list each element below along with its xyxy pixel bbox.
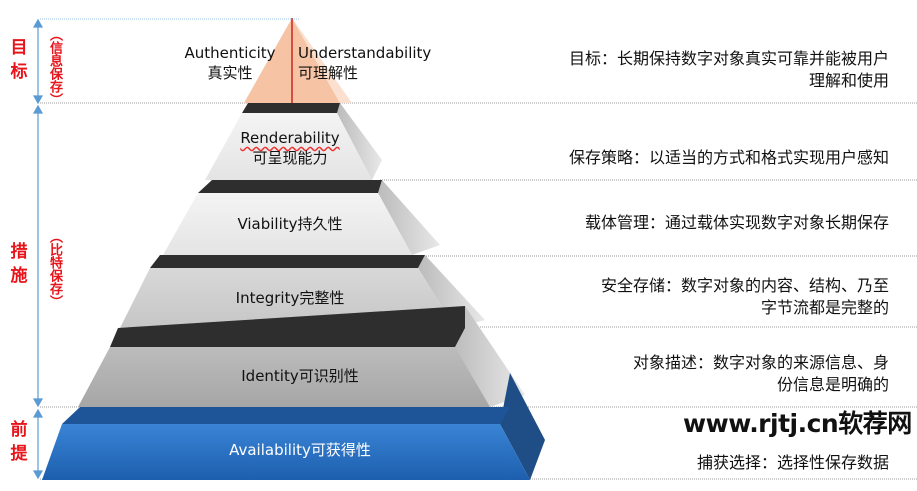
desc-goal-line1: 目标：长期保持数字对象真实可靠并能被用户 <box>568 49 889 68</box>
viability-label: Viability持久性 <box>237 215 343 233</box>
desc-availability: 捕获选择：选择性保存数据 <box>696 453 889 472</box>
label-goal-sub: （信息保存） <box>47 28 62 106</box>
desc-renderability: 保存策略：以适当的方式和格式实现用户感知 <box>568 148 889 167</box>
desc-identity: 对象描述：数字对象的来源信息、身份信息是明确的 <box>633 352 889 396</box>
level-renderability <box>205 113 372 180</box>
understandability-en: Understandability <box>298 44 432 62</box>
renderability-en: Renderability <box>240 129 340 147</box>
label-premise: 前提 <box>10 420 28 464</box>
desc-integrity: 安全存储：数字对象的内容、结构、乃至字节流都是完整的 <box>601 275 889 319</box>
desc-identity-line1: 对象描述：数字对象的来源信息、身 <box>632 353 889 372</box>
understandability-label: Understandability 可理解性 <box>298 43 448 83</box>
authenticity-en: Authenticity <box>184 44 276 62</box>
desc-goal: 目标：长期保持数字对象真实可靠并能被用户理解和使用 <box>569 48 889 92</box>
renderability-cn: 可呈现能力 <box>252 149 328 167</box>
authenticity-label: Authenticity 真实性 <box>170 43 290 83</box>
desc-integrity-line1: 安全存储：数字对象的内容、结构、乃至 <box>600 276 889 295</box>
level-identity <box>78 347 490 407</box>
watermark: www.rjtj.cn软荐网 <box>683 409 912 438</box>
label-measures: 措施 <box>10 242 28 286</box>
bracket-arrows <box>32 18 44 480</box>
identity-label: Identity可识别性 <box>241 367 359 385</box>
desc-goal-line2: 理解和使用 <box>808 71 889 90</box>
integrity-label: Integrity完整性 <box>235 289 345 307</box>
understandability-cn: 可理解性 <box>298 64 359 82</box>
label-goal: 目标 <box>10 38 28 82</box>
desc-identity-line2: 份信息是明确的 <box>776 375 889 394</box>
level-availability <box>42 424 530 480</box>
level-viability <box>163 193 412 255</box>
label-measures-sub: （比特保存） <box>47 230 62 308</box>
desc-integrity-line2: 字节流都是完整的 <box>760 298 889 317</box>
availability-label: Availability可获得性 <box>229 441 371 459</box>
renderability-label: Renderability 可呈现能力 <box>220 128 360 168</box>
authenticity-cn: 真实性 <box>207 64 253 82</box>
desc-viability: 载体管理：通过载体实现数字对象长期保存 <box>584 213 889 232</box>
